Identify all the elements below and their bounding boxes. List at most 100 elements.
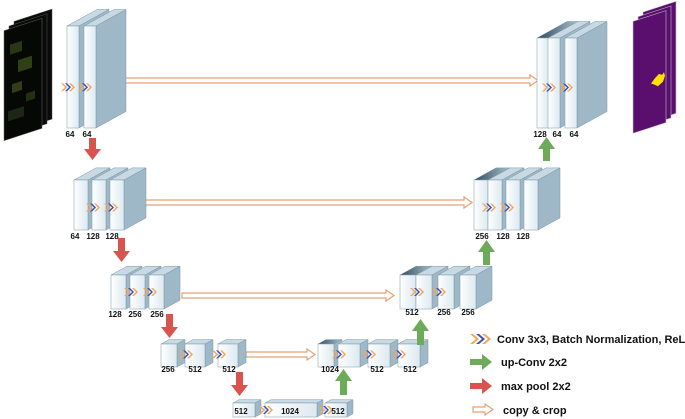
bottleneck-block-2-conv-icon-2 [263,406,269,414]
dec3-block-3-conv-icon-1 [432,288,438,296]
bottleneck-block-2-conv-icon-1 [259,406,265,414]
dec2-block-3-conv-icon-1 [500,203,506,212]
dec1-label-1: 128 [533,130,547,139]
enc2-block-2-conv-icon-3 [94,203,100,212]
enc1-block-1-conv-icon-2 [65,83,71,92]
skip-arrow-level-3 [181,288,396,303]
upconv-arrow-3 [478,240,495,265]
bottleneck-block-3-conv-icon-2 [323,406,329,414]
output-mask-stack [632,0,677,134]
bottleneck-block-3-conv-icon-3 [327,406,333,414]
dec2-label-2: 128 [496,232,510,241]
enc3-block-3-conv-icon-2 [147,288,153,296]
enc1-block-1-conv-icon-1 [61,83,67,92]
enc3-label-2: 256 [128,310,142,319]
skip-arrow-level-4 [245,347,317,362]
maxpool-arrows [84,138,248,396]
upconv-arrow-1 [335,369,352,395]
enc3-block-2-conv-icon-2 [128,288,134,296]
enc2-block-2-conv-icon-2 [90,203,96,212]
legend: Conv 3x3, Batch Normalization, ReLU up-C… [470,334,685,417]
dec2-block-2-conv-icon-2 [486,203,492,212]
dec1-block-3-conv-icon-3 [567,83,573,92]
maxpool-arrow-2 [113,238,130,262]
bottleneck-block-1 [232,399,262,418]
enc4-block-3 [212,339,247,368]
enc3-block-3-conv-icon-1 [143,288,149,296]
bottleneck-block-2-conv-icon-3 [267,406,273,414]
dec4-block-3-conv-icon-3 [370,350,376,359]
dec2-block-2-conv-icon-1 [482,203,488,212]
bottleneck-label-3: 512 [331,407,345,416]
dec2-block-2-conv-icon-3 [490,203,496,212]
dec3-label-2: 256 [437,308,451,317]
legend-conv-label: Conv 3x3, Batch Normalization, ReLU [497,334,685,346]
input-image-stack [3,8,53,142]
dec1-block-2-conv-icon-3 [550,83,556,92]
legend-copy-icon [472,402,495,417]
enc4-block-3-conv-icon-3 [220,350,226,359]
dec1-label-3: 64 [570,130,579,139]
dec1-block-2-conv-icon-1 [542,83,548,92]
enc4-block-3-conv-icon-2 [216,350,222,359]
legend-maxpool-icon [470,378,492,394]
dec4-block-4-conv-icon-2 [396,350,402,359]
enc2-label-3: 128 [105,232,119,241]
enc4-block-2-conv-icon-3 [187,350,193,359]
upconv-arrow-4 [538,137,555,161]
dec1-block-3-conv-icon-1 [559,83,565,92]
enc4-label-3: 512 [222,365,236,374]
bottleneck-label-1: 512 [234,407,248,416]
dec4-block-2-conv-icon-2 [336,350,342,359]
enc4-label-2: 512 [188,365,202,374]
upconv-arrows [335,137,555,395]
enc3-block-2-conv-icon-3 [132,288,138,296]
enc2-block-3 [104,167,147,231]
legend-upconv-icon [470,354,492,370]
enc3-block-2-conv-icon-1 [124,288,130,296]
dec4-block-1 [317,339,343,368]
legend-copy-label: copy & crop [503,405,567,417]
dec4-block-4-conv-icon-1 [392,350,398,359]
dec3-label-1: 512 [405,308,419,317]
legend-maxpool-label: max pool 2x2 [501,381,571,393]
enc2-label-1: 64 [71,232,80,241]
enc2-block-3-conv-icon-1 [104,203,110,212]
dec3-block-4 [459,265,493,310]
dec4-label-3: 512 [403,365,417,374]
enc4-block-3-conv-icon-1 [212,350,218,359]
dec4-block-3-conv-icon-2 [366,350,372,359]
maxpool-arrow-1 [84,138,101,160]
dec4-label-2: 512 [370,365,384,374]
enc1-block-2-conv-icon-1 [78,83,84,92]
enc1-block-1-conv-icon-3 [69,83,75,92]
enc1-block-2-conv-icon-3 [86,83,92,92]
dec3-block-2-conv-icon-1 [410,288,416,296]
dec2-label-1: 256 [475,232,489,241]
skip-arrow-level-1 [116,73,540,88]
dec3-block-2-conv-icon-3 [418,288,424,296]
enc1-label-2: 64 [83,130,92,139]
dec1-label-2: 64 [553,130,562,139]
enc2-block-2-conv-icon-1 [86,203,92,212]
skip-connections [116,73,540,362]
bottleneck-block-3-conv-icon-1 [319,406,325,414]
enc1-block-2-conv-icon-2 [82,83,88,92]
dec3-label-3: 256 [461,308,475,317]
dec1-block-2-conv-icon-2 [546,83,552,92]
legend-conv-icon [470,334,491,344]
enc4-block-2-conv-icon-2 [183,350,189,359]
output-mask-front [632,10,667,134]
feature-map-blocks [61,9,608,418]
dec1-block-3-conv-icon-2 [563,83,569,92]
enc2-label-2: 128 [86,232,100,241]
legend-upconv-label: up-Conv 2x2 [501,357,567,369]
enc3-block-3 [143,265,181,310]
bottleneck-block-3 [319,399,354,418]
enc2-block-3-conv-icon-2 [108,203,114,212]
maxpool-arrow-3 [161,314,178,338]
dec3-block-3-conv-icon-2 [436,288,442,296]
dec4-label-1: 1024 [321,365,339,374]
bottleneck-block-2 [259,399,324,418]
dec1-block-3 [559,21,608,129]
